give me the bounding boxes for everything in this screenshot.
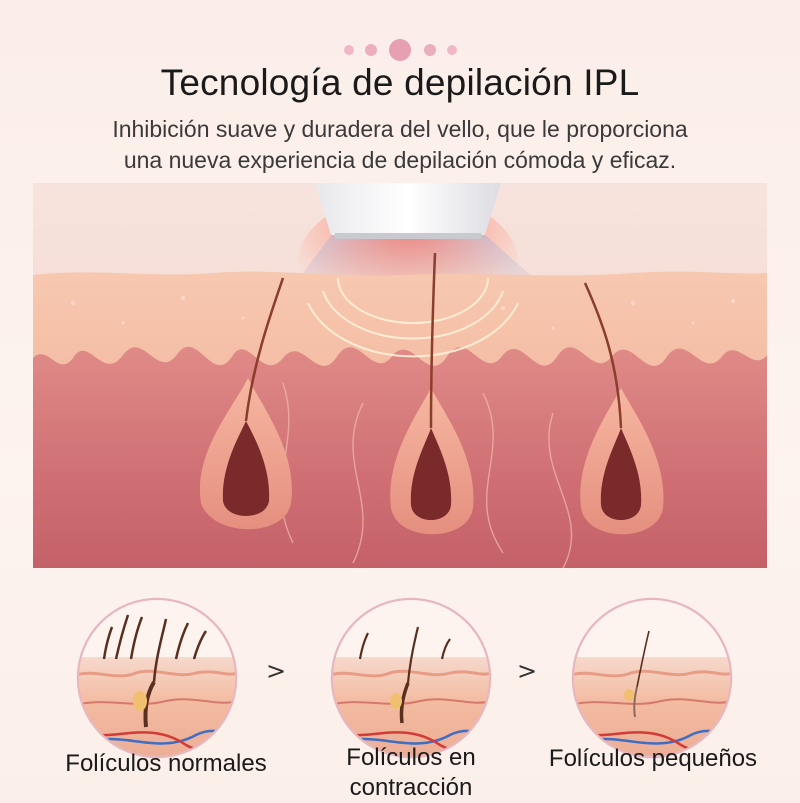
stage-normal-illustration	[76, 597, 238, 759]
stage-caption-line: Folículos en	[346, 744, 476, 771]
stage-contraction-illustration	[330, 597, 492, 759]
dot	[389, 39, 411, 61]
subtitle-line: Inhibición suave y duradera del vello, q…	[112, 116, 688, 142]
subtitle-line: una nueva experiencia de depilación cómo…	[123, 147, 677, 173]
page-subtitle: Inhibición suave y duradera del vello, q…	[0, 114, 800, 176]
stage-caption: Folículos en contracción	[296, 743, 526, 803]
next-stage-arrow: >	[517, 657, 538, 685]
dot	[424, 44, 436, 56]
dot	[447, 45, 457, 55]
dot	[365, 44, 377, 56]
stage-caption: Folículos normales	[65, 750, 267, 777]
stage-small-illustration	[571, 597, 733, 759]
page-title: Tecnología de depilación IPL	[160, 62, 640, 103]
stage-caption: Folículos pequeños	[548, 745, 758, 772]
dot	[344, 45, 354, 55]
decorative-dots	[0, 38, 800, 62]
next-stage-arrow: >	[266, 657, 287, 685]
skin-cross-section-illustration	[33, 183, 767, 568]
stage-caption-line: contracción	[349, 774, 473, 801]
hair-follicles	[199, 252, 664, 535]
